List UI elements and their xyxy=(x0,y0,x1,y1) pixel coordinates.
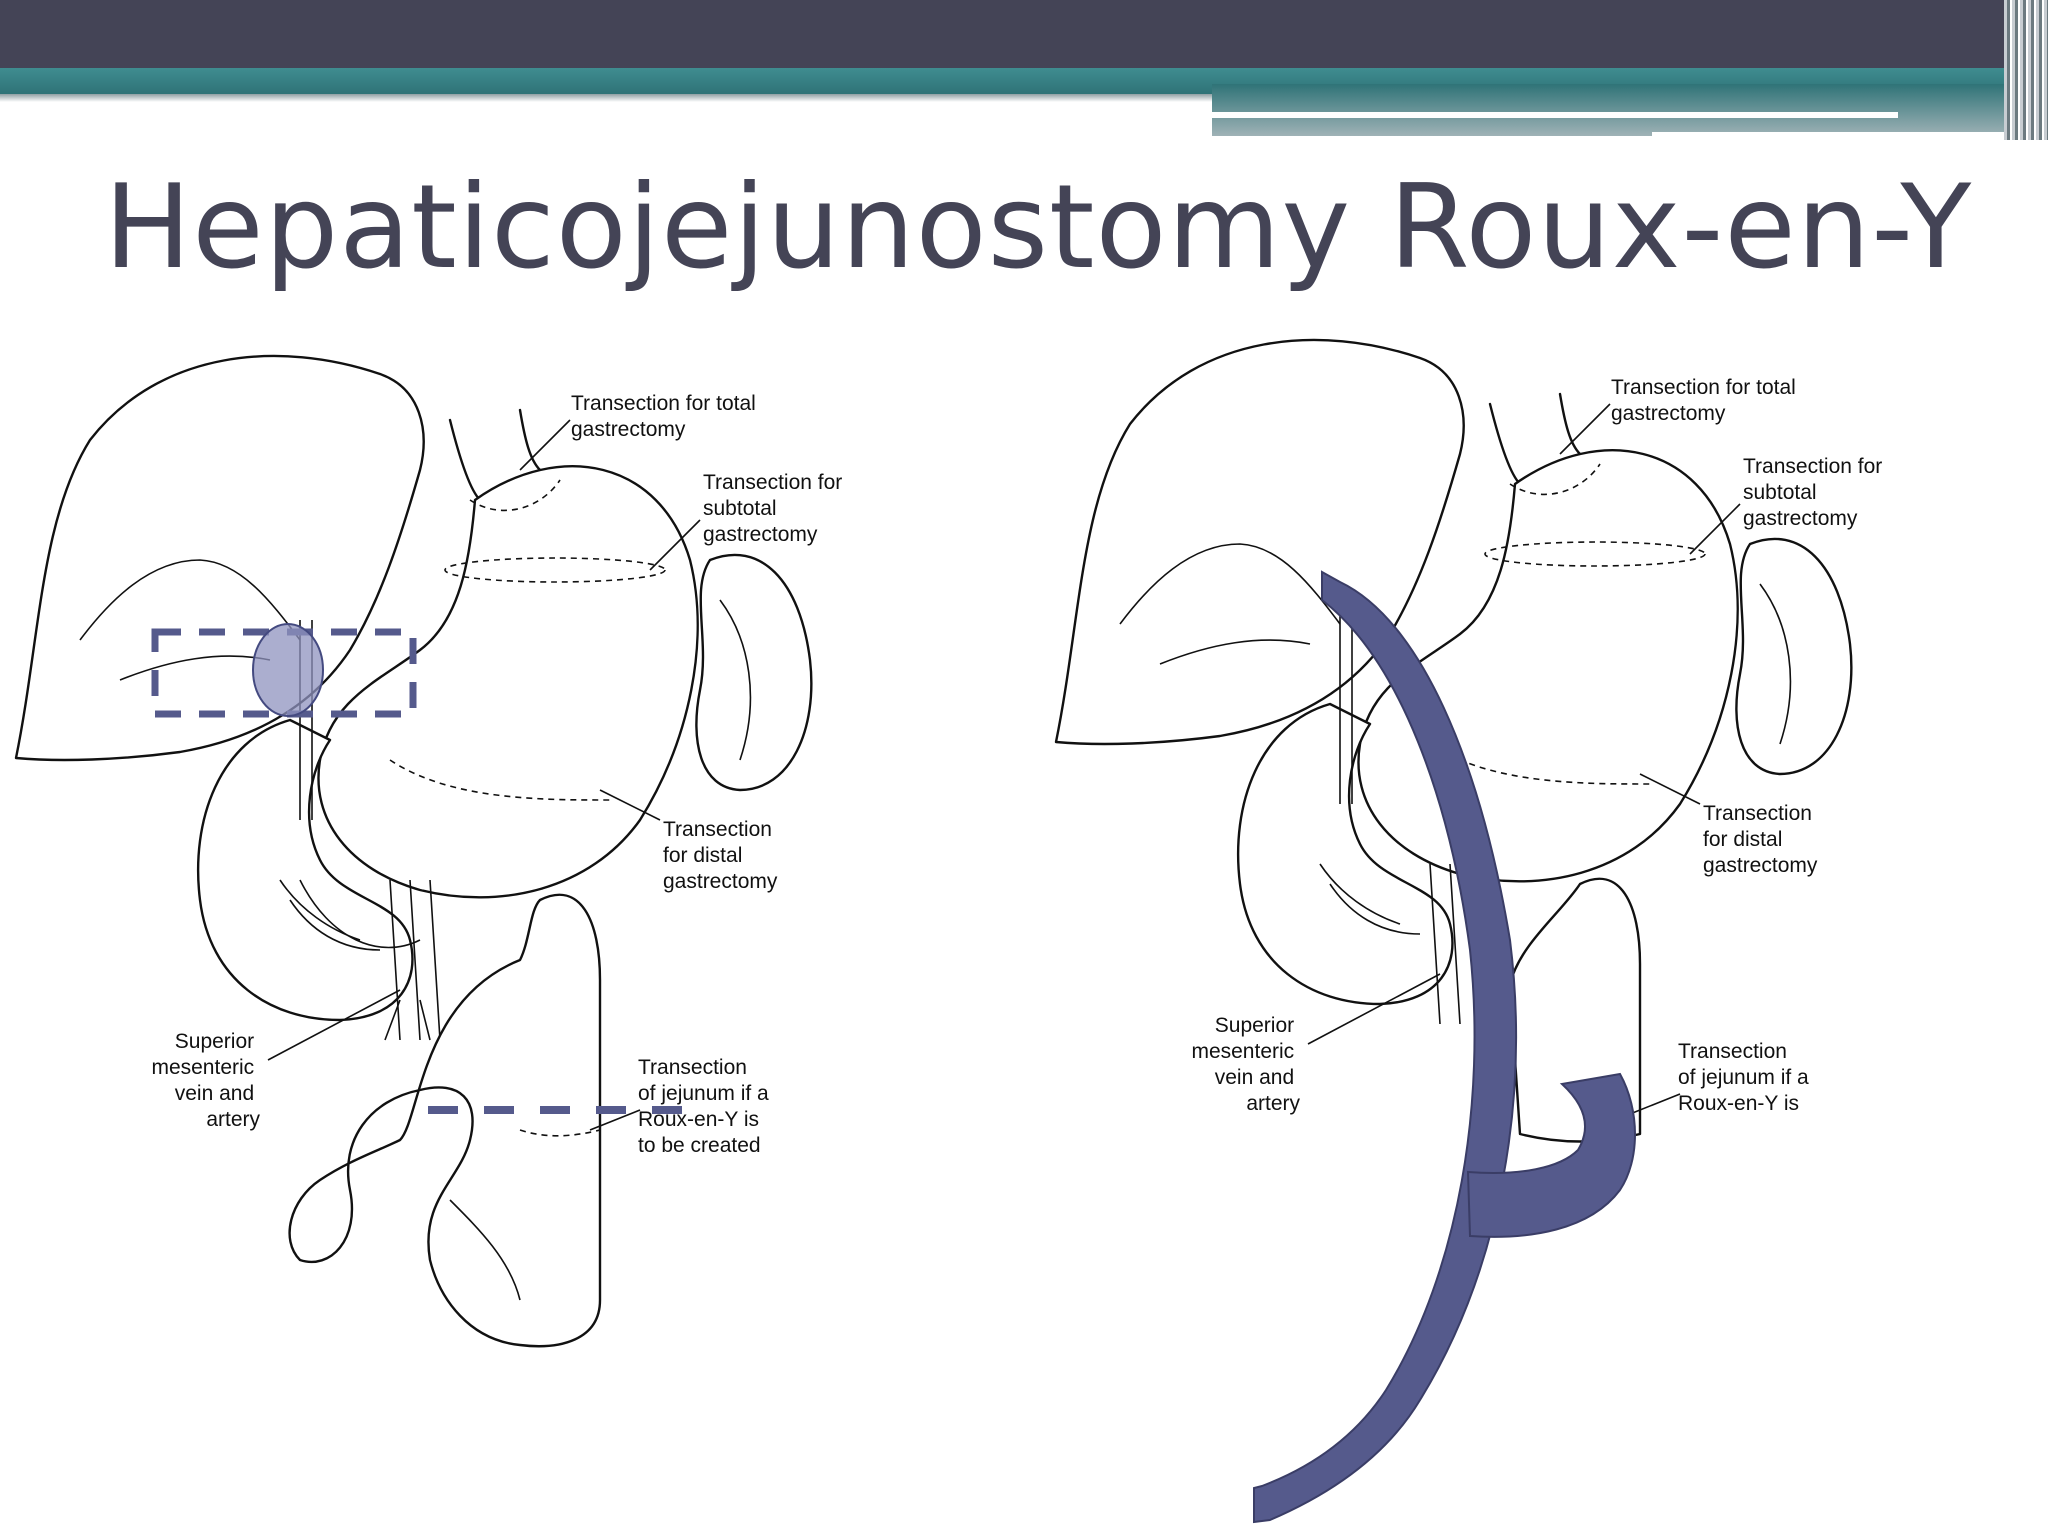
header-shadow xyxy=(0,94,2048,102)
label-superior-mesenteric: Superior mesenteric vein and artery xyxy=(1191,1014,1300,1115)
label-jejunum-transection: Transection of jejunum if a Roux-en-Y is xyxy=(1678,1040,1815,1115)
label-total-gastrectomy: Transection for total gastrectomy xyxy=(1611,376,1802,425)
label-jejunum-transection: Transection of jejunum if a Roux-en-Y is… xyxy=(638,1056,775,1157)
slide-title: Hepaticojejunostomy Roux-en-Y xyxy=(104,160,1973,295)
right-anatomy-figure: Transection for total gastrectomy Transe… xyxy=(1054,338,1888,1143)
jejunum xyxy=(288,893,602,1348)
header-stripes xyxy=(2004,0,2048,140)
roux-limb-overlay xyxy=(1253,570,1517,1524)
label-distal-gastrectomy: Transection for distal gastrectomy xyxy=(1703,802,1818,877)
header-bar xyxy=(0,0,2048,68)
left-anatomy-figure: Transection for total gastrectomy Transe… xyxy=(14,354,848,1348)
header-accent-line xyxy=(1212,112,1898,118)
label-superior-mesenteric: Superior mesenteric vein and artery xyxy=(151,1030,260,1131)
liver xyxy=(1054,338,1465,746)
label-distal-gastrectomy: Transection for distal gastrectomy xyxy=(663,818,778,893)
hepatic-duct-highlight xyxy=(252,623,324,717)
hepatic-duct-dashed-box xyxy=(151,628,417,718)
spleen xyxy=(695,553,813,792)
label-total-gastrectomy: Transection for total gastrectomy xyxy=(571,392,762,441)
header-accent-line xyxy=(1652,132,2012,138)
esophagus xyxy=(448,418,482,502)
roux-jejunal-anastomosis-overlay xyxy=(1466,1072,1636,1238)
duodenum xyxy=(1236,702,1454,1006)
spleen xyxy=(1735,537,1853,776)
duodenum xyxy=(196,718,414,1022)
label-subtotal-gastrectomy: Transection for subtotal gastrectomy xyxy=(1743,455,1888,530)
label-subtotal-gastrectomy: Transection for subtotal gastrectomy xyxy=(703,471,848,546)
header-accent-block xyxy=(1212,84,2012,136)
